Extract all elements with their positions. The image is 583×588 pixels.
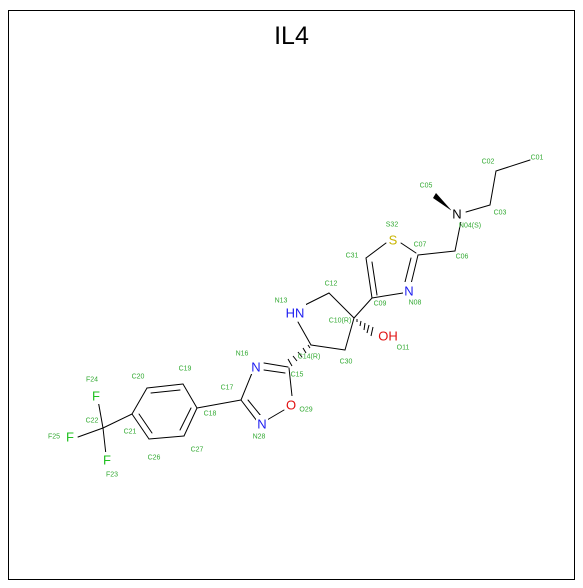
- index-n28: N28: [253, 434, 266, 441]
- bond-c19-c20: [146, 383, 184, 389]
- bond-c17-c18: [196, 399, 242, 409]
- bond-c20-c21: [131, 387, 148, 415]
- bond-c09-n08: [371, 292, 404, 299]
- index-f25: F25: [48, 434, 60, 441]
- index-c02: C02: [482, 159, 495, 166]
- atom-n16-label: N: [251, 360, 260, 375]
- bond-c12-n13: [302, 292, 330, 307]
- bond-c21-c26-double: [138, 413, 153, 434]
- bond-n16-c17: [240, 372, 253, 401]
- index-c01: C01: [531, 155, 544, 162]
- index-c15: C15: [291, 372, 304, 379]
- index-s32: S32: [386, 222, 399, 229]
- atom-n13-label: HN: [286, 306, 305, 321]
- atom-n28-label: N: [257, 417, 266, 432]
- bond-c17-n28: [240, 399, 258, 422]
- index-c09: C09: [374, 301, 387, 308]
- bond-c15-n16-double: [263, 369, 286, 374]
- bond-c26-c27: [148, 435, 185, 440]
- drawing-frame: [8, 10, 575, 580]
- bond-c31-c09-double: [371, 261, 378, 296]
- bond-c22-f25: [77, 427, 104, 438]
- bond-n28-o29: [266, 409, 285, 421]
- bond-c14-c30: [310, 344, 346, 351]
- index-c31: C31: [346, 253, 359, 260]
- atom-f25-label: F: [66, 430, 74, 445]
- atom-s32-label: S: [389, 233, 398, 248]
- index-n04: N04(S): [459, 223, 481, 230]
- index-c20: C20: [132, 374, 145, 381]
- atom-o29-label: O: [286, 398, 296, 413]
- bond-c07-s32: [400, 242, 417, 254]
- bonds: [77, 159, 531, 456]
- bond-c10-c12: [328, 292, 355, 319]
- index-c12: C12: [325, 281, 338, 288]
- index-f24: F24: [86, 377, 98, 384]
- bond-n08-c07: [410, 254, 419, 285]
- index-labels: C01 C02 C03 N04(S) C05 C06 C07 N08 C09 C…: [48, 155, 544, 479]
- bond-c17-n28-double: [247, 399, 262, 417]
- index-n08: N08: [409, 300, 422, 307]
- diagram-title: IL4: [274, 22, 309, 50]
- atom-f23-label: F: [103, 453, 111, 468]
- bond-c22-f24: [97, 399, 104, 429]
- atom-n04-label: N: [452, 207, 461, 222]
- atom-labels: HN OH N N O S N N F F F: [64, 206, 463, 468]
- bond-c27-c18-double: [179, 407, 192, 431]
- bond-c02-c03: [489, 170, 497, 206]
- index-c30: C30: [340, 359, 353, 366]
- atom-n08-label: N: [404, 284, 413, 299]
- bond-c22-f23: [102, 427, 107, 456]
- bond-c15-n16: [263, 362, 289, 368]
- bond-n04-c06: [454, 220, 462, 252]
- index-c22: C22: [86, 418, 99, 425]
- index-n16: N16: [236, 351, 249, 358]
- bond-c21-c22: [102, 413, 133, 429]
- index-c21: C21: [124, 429, 137, 436]
- bond-c10-o11-hash: [356, 319, 374, 337]
- index-c06: C06: [456, 254, 469, 261]
- index-c03: C03: [494, 210, 507, 217]
- bond-c01-c02: [495, 159, 531, 172]
- index-c26: C26: [148, 455, 161, 462]
- bond-s32-c31: [365, 242, 387, 259]
- index-c18: C18: [204, 411, 217, 418]
- index-c14: C14(R): [298, 354, 321, 361]
- bond-c30-c10: [344, 317, 355, 351]
- bond-n13-c14: [297, 321, 312, 346]
- bond-c21-c26: [131, 413, 150, 440]
- bond-c14-c15-hash: [287, 344, 311, 367]
- bond-n04-c05-wedge: [433, 193, 452, 211]
- index-c10: C10(R): [329, 318, 352, 325]
- bond-n08-c07-double: [404, 257, 412, 283]
- index-c17: C17: [221, 385, 234, 392]
- index-c07: C07: [414, 242, 427, 249]
- index-f23: F23: [106, 472, 118, 479]
- index-n13: N13: [275, 298, 288, 305]
- bond-c06-c07: [417, 250, 456, 256]
- bond-c31-c09: [365, 257, 373, 299]
- bond-c19-c20-double: [150, 389, 181, 394]
- bond-c18-c19: [182, 383, 198, 409]
- index-o11: O11: [397, 345, 410, 352]
- bond-c09-c10: [353, 297, 373, 319]
- bond-c03-n04: [465, 204, 491, 213]
- index-c19: C19: [179, 366, 192, 373]
- atom-f24-label: F: [92, 389, 100, 404]
- bond-c27-c18: [183, 407, 198, 437]
- index-c05: C05: [420, 183, 433, 190]
- index-c27: C27: [191, 447, 204, 454]
- index-o29: O29: [299, 407, 312, 414]
- atom-o11-label: OH: [378, 329, 398, 344]
- bond-o29-c15: [288, 367, 293, 397]
